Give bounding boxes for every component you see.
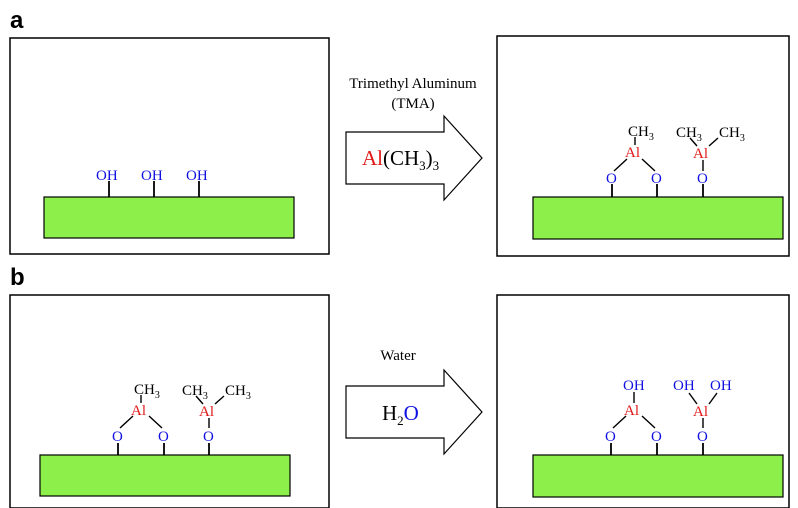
hydroxyl-group: OH xyxy=(673,378,695,394)
methyl-group: CH3 xyxy=(719,125,745,144)
aluminum-atom: Al xyxy=(624,403,639,419)
bond xyxy=(708,137,719,147)
methyl-group: CH3 xyxy=(676,125,702,144)
arrow-a-caption-line2: (TMA) xyxy=(391,96,434,112)
oxygen-atom: O xyxy=(606,171,617,187)
reaction-arrow-a xyxy=(345,114,483,202)
bond xyxy=(612,415,627,429)
hydroxyl-group: OH xyxy=(96,168,118,184)
bond xyxy=(613,158,628,172)
panel-a-label: a xyxy=(10,7,24,34)
panel-b-right-substrate xyxy=(532,454,784,498)
panel-b-right-frame xyxy=(496,294,790,508)
panel-b-left-substrate xyxy=(39,454,291,497)
bond xyxy=(689,137,698,147)
aluminum-atom: Al xyxy=(625,145,640,161)
panel-a-right-frame xyxy=(496,35,790,257)
bond xyxy=(214,395,225,405)
bond xyxy=(148,415,163,429)
reaction-arrow-b xyxy=(345,368,483,456)
bond xyxy=(688,392,698,405)
aluminum-atom: Al xyxy=(693,146,708,162)
arrow-b-caption: Water xyxy=(380,348,415,364)
methyl-group: CH3 xyxy=(182,383,208,402)
panel-a-left-frame xyxy=(9,37,330,255)
oxygen-atom: O xyxy=(651,171,662,187)
hydroxyl-group: OH xyxy=(186,168,208,184)
bond xyxy=(641,158,656,172)
oxygen-atom: O xyxy=(605,429,616,445)
oxygen-atom: O xyxy=(203,429,214,445)
oxygen-atom: O xyxy=(697,429,708,445)
aluminum-atom: Al xyxy=(199,404,214,420)
panel-b-label: b xyxy=(10,264,25,291)
panel-a-right-substrate xyxy=(532,196,784,240)
aluminum-atom: Al xyxy=(131,403,146,419)
reagent-tma: Al(CH3)3 xyxy=(362,146,439,173)
oxygen-atom: O xyxy=(651,429,662,445)
panel-a-left-substrate xyxy=(43,196,295,239)
panel-b-left-frame xyxy=(9,294,330,508)
arrow-a-caption-line1: Trimethyl Aluminum xyxy=(349,76,477,92)
bond xyxy=(641,415,656,429)
oxygen-atom: O xyxy=(112,429,123,445)
aluminum-atom: Al xyxy=(693,404,708,420)
methyl-group: CH3 xyxy=(628,124,654,143)
oxygen-atom: O xyxy=(697,171,708,187)
oxygen-atom: O xyxy=(158,429,169,445)
hydroxyl-group: OH xyxy=(710,378,732,394)
methyl-group: CH3 xyxy=(225,383,251,402)
hydroxyl-group: OH xyxy=(141,168,163,184)
hydroxyl-group: OH xyxy=(623,378,645,394)
methyl-group: CH3 xyxy=(134,382,160,401)
bond xyxy=(195,395,204,405)
bond xyxy=(119,415,134,429)
reagent-water: H2O xyxy=(382,401,419,428)
bond xyxy=(708,392,718,405)
